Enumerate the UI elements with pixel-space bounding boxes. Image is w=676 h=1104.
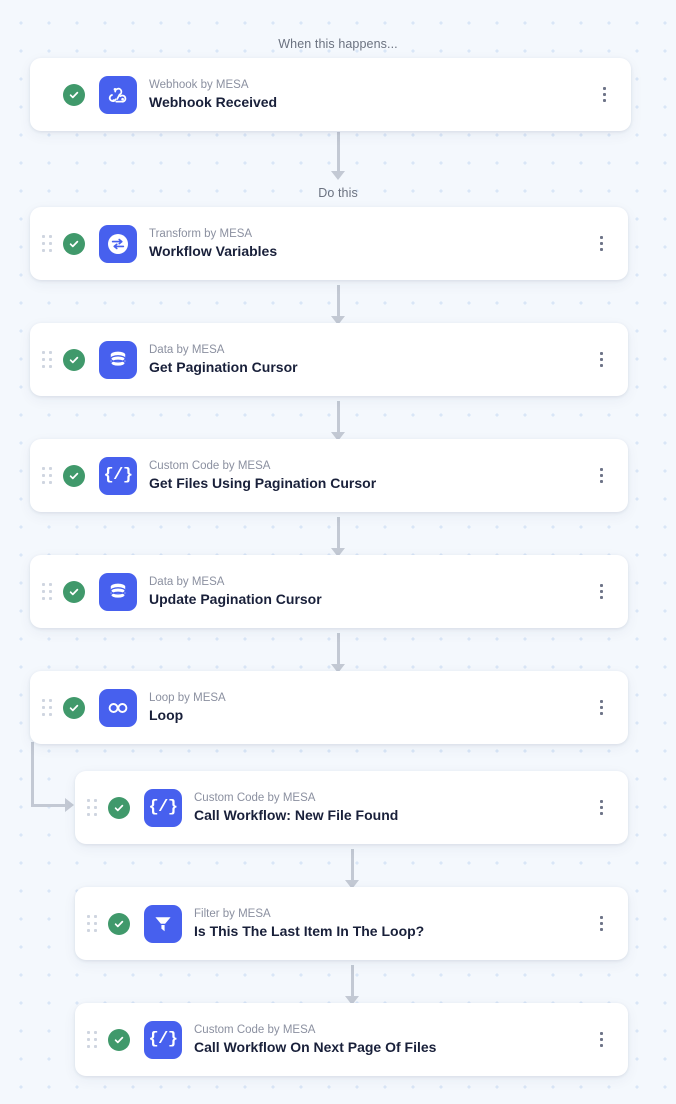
- trigger-section-label: When this happens...: [278, 37, 398, 51]
- step-card-call-workflow-on-next-page-of-files[interactable]: {/} Custom Code by MESA Call Workflow On…: [75, 1003, 628, 1076]
- connector-7-to-8: [345, 849, 359, 889]
- card-text: Transform by MESA Workflow Variables: [149, 227, 590, 261]
- card-subtitle: Filter by MESA: [194, 907, 271, 920]
- status-badge-success: [63, 232, 85, 255]
- step-card-is-this-the-last-item-in-the-loop[interactable]: Filter by MESA Is This The Last Item In …: [75, 887, 628, 960]
- card-title: Get Pagination Cursor: [149, 358, 298, 375]
- step-card-update-pagination-cursor[interactable]: Data by MESA Update Pagination Cursor: [30, 555, 628, 628]
- code-icon: {/}: [144, 1020, 182, 1059]
- connector-4-to-5: [331, 517, 345, 557]
- step-card-webhook-received[interactable]: Webhook by MESA Webhook Received: [30, 58, 631, 131]
- card-title: Is This The Last Item In The Loop?: [194, 922, 425, 939]
- card-menu-button[interactable]: [590, 227, 612, 261]
- step-card-get-files-using-pagination-cursor[interactable]: {/} Custom Code by MESA Get Files Using …: [30, 439, 628, 512]
- filter-icon: [144, 904, 182, 943]
- code-icon-glyph: {/}: [148, 798, 178, 817]
- step-card-call-workflow-new-file-found[interactable]: {/} Custom Code by MESA Call Workflow: N…: [75, 771, 628, 844]
- connector-2-to-3: [331, 285, 345, 325]
- card-title: Workflow Variables: [149, 242, 278, 259]
- card-menu-button[interactable]: [590, 791, 612, 825]
- card-text: Webhook by MESA Webhook Received: [149, 78, 593, 112]
- card-title: Call Workflow: New File Found: [194, 806, 399, 823]
- drag-handle[interactable]: [82, 796, 102, 820]
- drag-handle[interactable]: [37, 232, 57, 256]
- card-subtitle: Transform by MESA: [149, 227, 253, 240]
- status-badge-success: [108, 1028, 130, 1051]
- drag-handle[interactable]: [37, 348, 57, 372]
- card-title: Get Files Using Pagination Cursor: [149, 474, 377, 491]
- card-menu-button[interactable]: [590, 1023, 612, 1057]
- card-subtitle: Webhook by MESA: [149, 78, 249, 91]
- code-icon-glyph: {/}: [148, 1030, 178, 1049]
- card-text: Data by MESA Update Pagination Cursor: [149, 575, 590, 609]
- status-badge-success: [63, 696, 85, 719]
- code-icon: {/}: [99, 456, 137, 495]
- card-title: Call Workflow On Next Page Of Files: [194, 1038, 437, 1055]
- infinity-icon: [99, 688, 137, 727]
- card-title: Loop: [149, 706, 184, 723]
- status-badge-success: [63, 580, 85, 603]
- card-text: Loop by MESA Loop: [149, 691, 590, 725]
- card-text: Custom Code by MESA Call Workflow: New F…: [194, 791, 590, 825]
- status-badge-success: [108, 912, 130, 935]
- card-menu-button[interactable]: [590, 691, 612, 725]
- card-text: Custom Code by MESA Get Files Using Pagi…: [149, 459, 590, 493]
- transform-icon: [99, 224, 137, 263]
- drag-handle[interactable]: [82, 1028, 102, 1052]
- connector-8-to-9: [345, 965, 359, 1005]
- card-menu-button[interactable]: [590, 343, 612, 377]
- card-menu-button[interactable]: [590, 459, 612, 493]
- card-title: Update Pagination Cursor: [149, 590, 322, 607]
- code-icon: {/}: [144, 788, 182, 827]
- drag-handle[interactable]: [82, 912, 102, 936]
- card-title: Webhook Received: [149, 93, 278, 110]
- card-subtitle: Custom Code by MESA: [194, 791, 316, 804]
- step-card-loop[interactable]: Loop by MESA Loop: [30, 671, 628, 744]
- webhook-icon: [99, 75, 137, 114]
- drag-handle[interactable]: [37, 696, 57, 720]
- connector-trigger-to-action: [331, 132, 345, 180]
- step-card-workflow-variables[interactable]: Transform by MESA Workflow Variables: [30, 207, 628, 280]
- card-menu-button[interactable]: [590, 575, 612, 609]
- step-card-get-pagination-cursor[interactable]: Data by MESA Get Pagination Cursor: [30, 323, 628, 396]
- connector-3-to-4: [331, 401, 345, 441]
- database-icon: [99, 572, 137, 611]
- action-section-label: Do this: [318, 186, 358, 200]
- drag-handle[interactable]: [37, 580, 57, 604]
- card-menu-button[interactable]: [590, 907, 612, 941]
- card-subtitle: Custom Code by MESA: [194, 1023, 316, 1036]
- card-text: Custom Code by MESA Call Workflow On Nex…: [194, 1023, 590, 1057]
- status-badge-success: [63, 83, 85, 106]
- card-menu-button[interactable]: [593, 78, 615, 112]
- drag-handle[interactable]: [37, 464, 57, 488]
- card-subtitle: Data by MESA: [149, 343, 225, 356]
- status-badge-success: [63, 464, 85, 487]
- card-subtitle: Loop by MESA: [149, 691, 226, 704]
- database-icon: [99, 340, 137, 379]
- status-badge-success: [63, 348, 85, 371]
- connector-5-to-6: [331, 633, 345, 673]
- card-text: Filter by MESA Is This The Last Item In …: [194, 907, 590, 941]
- card-subtitle: Data by MESA: [149, 575, 225, 588]
- card-text: Data by MESA Get Pagination Cursor: [149, 343, 590, 377]
- status-badge-success: [108, 796, 130, 819]
- code-icon-glyph: {/}: [103, 466, 133, 485]
- card-subtitle: Custom Code by MESA: [149, 459, 271, 472]
